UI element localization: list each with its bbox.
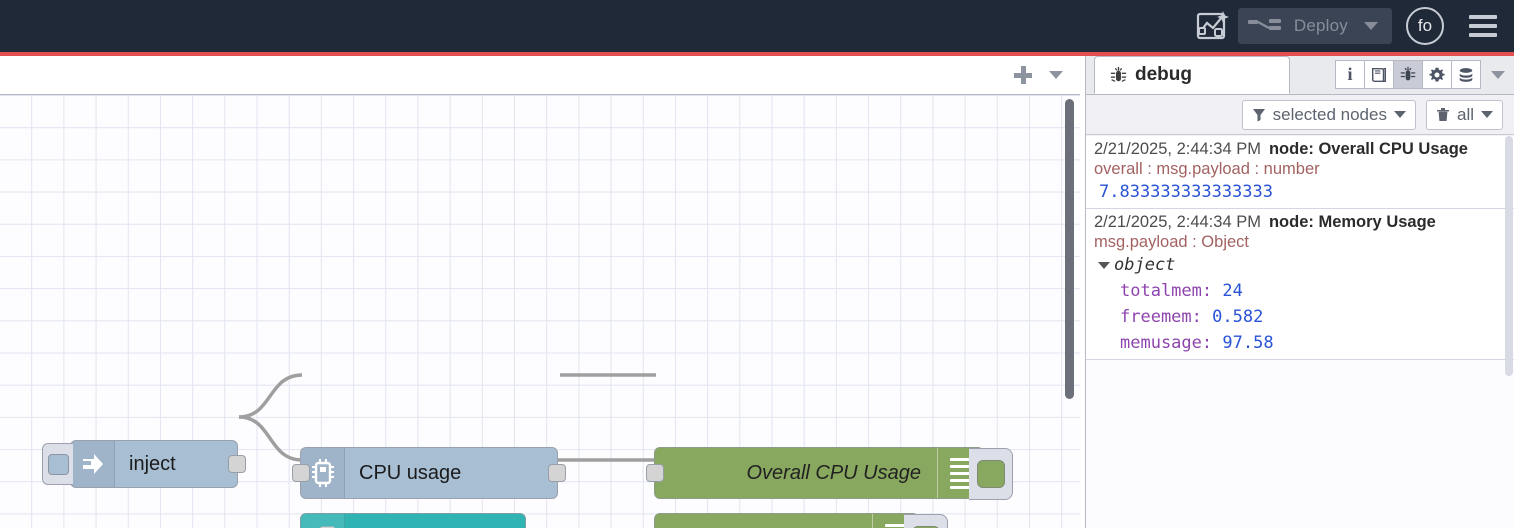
flow-canvas[interactable]: inject CPU usage bbox=[0, 95, 1080, 528]
debug-node-filter-label: selected nodes bbox=[1272, 104, 1387, 124]
sidebar-tool-group: i bbox=[1335, 60, 1511, 89]
output-port[interactable] bbox=[228, 455, 246, 473]
debug-message-value: 7.833333333333333 bbox=[1099, 182, 1273, 202]
chevron-down-icon bbox=[1481, 111, 1493, 118]
deploy-icon bbox=[1247, 19, 1281, 30]
node-debug-overall-cpu-usage[interactable]: Overall CPU Usage bbox=[646, 447, 1013, 500]
input-port[interactable] bbox=[292, 464, 310, 482]
debug-filter-bar: selected nodes all bbox=[1086, 95, 1514, 135]
debug-message[interactable]: 2/21/2025, 2:44:34 PM node: Overall CPU U… bbox=[1086, 136, 1514, 209]
debug-message-topic: overall : msg.payload : number bbox=[1094, 160, 1320, 178]
debug-node-filter-button[interactable]: selected nodes bbox=[1241, 99, 1416, 130]
tab-debug[interactable]: debug bbox=[1094, 56, 1290, 94]
output-port[interactable] bbox=[548, 464, 566, 482]
sidebar-tools-menu-button[interactable] bbox=[1485, 60, 1511, 89]
chevron-down-icon bbox=[1393, 111, 1406, 118]
debug-message-header: 2/21/2025, 2:44:34 PM node: Overall CPU U… bbox=[1094, 140, 1507, 159]
debug-lines-icon bbox=[937, 448, 983, 498]
debug-object-value: 0.582 bbox=[1212, 307, 1264, 327]
workspace: inject CPU usage bbox=[0, 56, 1080, 528]
input-port[interactable] bbox=[646, 464, 664, 482]
debug-object-value: 24 bbox=[1222, 281, 1243, 301]
debug-message-timestamp: 2/21/2025, 2:44:34 PM bbox=[1094, 140, 1261, 158]
trash-icon bbox=[1436, 108, 1449, 121]
node-memory[interactable]: Memory bbox=[300, 513, 526, 528]
header-accent-line bbox=[0, 52, 1514, 56]
add-flow-tab-button[interactable] bbox=[1006, 60, 1040, 90]
hamburger-menu-icon[interactable] bbox=[1466, 9, 1500, 43]
node-inject-label: inject bbox=[129, 452, 176, 475]
info-icon[interactable]: i bbox=[1335, 60, 1365, 89]
node-inject[interactable]: inject bbox=[42, 440, 246, 488]
help-book-icon[interactable] bbox=[1364, 60, 1394, 89]
avatar[interactable]: fo bbox=[1406, 7, 1444, 45]
server-tower-icon bbox=[301, 514, 345, 528]
arrow-right-icon bbox=[71, 441, 115, 487]
debug-object-property: totalmem: 24 bbox=[1120, 281, 1243, 301]
debug-lines-icon bbox=[872, 514, 918, 528]
node-debug-overall-cpu-usage-label: Overall CPU Usage bbox=[746, 461, 921, 484]
debug-object-value: 97.58 bbox=[1222, 333, 1274, 353]
tab-debug-label: debug bbox=[1135, 64, 1192, 85]
node-debug-memory-usage[interactable]: Memory Usage bbox=[654, 513, 948, 528]
app-header: Deploy fo bbox=[0, 0, 1514, 52]
flow-tab-bar bbox=[0, 56, 1080, 95]
debug-message-source-node: node: Overall CPU Usage bbox=[1268, 140, 1468, 158]
sidebar: debug i bbox=[1085, 56, 1514, 528]
inject-trigger-button[interactable] bbox=[42, 443, 73, 485]
debug-object-property: freemem: 0.582 bbox=[1120, 307, 1264, 327]
context-data-icon[interactable] bbox=[1451, 60, 1481, 89]
deploy-label: Deploy bbox=[1293, 16, 1348, 35]
node-cpu-usage[interactable]: CPU usage bbox=[292, 447, 566, 499]
chevron-down-icon bbox=[1049, 71, 1063, 79]
debug-enable-toggle[interactable] bbox=[904, 514, 948, 528]
debug-message-timestamp: 2/21/2025, 2:44:34 PM bbox=[1094, 213, 1261, 231]
flow-tabs-menu-button[interactable] bbox=[1040, 60, 1072, 90]
debug-object-key: memusage bbox=[1120, 333, 1202, 353]
funnel-icon bbox=[1252, 108, 1265, 121]
debug-object-key: totalmem bbox=[1120, 281, 1202, 301]
chevron-down-icon[interactable] bbox=[1364, 22, 1378, 30]
config-gear-icon[interactable] bbox=[1422, 60, 1452, 89]
canvas-vertical-scrollbar[interactable] bbox=[1065, 99, 1074, 399]
debug-message-list[interactable]: 2/21/2025, 2:44:34 PM node: Overall CPU U… bbox=[1086, 136, 1514, 528]
debug-enable-toggle[interactable] bbox=[969, 448, 1013, 500]
avatar-initials: fo bbox=[1417, 16, 1433, 35]
debug-object-key: freemem bbox=[1120, 307, 1192, 327]
debug-bug-icon[interactable] bbox=[1393, 60, 1423, 89]
debug-message-topic: msg.payload : Object bbox=[1094, 233, 1249, 251]
debug-clear-button[interactable]: all bbox=[1425, 99, 1503, 130]
debug-message-header: 2/21/2025, 2:44:34 PM node: Memory Usage bbox=[1094, 213, 1507, 232]
node-cpu-usage-label: CPU usage bbox=[359, 461, 462, 484]
debug-object-property: memusage: 97.58 bbox=[1120, 333, 1274, 353]
debug-object-root[interactable]: object bbox=[1094, 255, 1507, 275]
sidebar-tab-bar: debug i bbox=[1086, 56, 1514, 95]
flow-sparkle-icon[interactable] bbox=[1192, 9, 1234, 43]
bug-icon bbox=[1110, 66, 1127, 82]
deploy-button[interactable]: Deploy bbox=[1237, 8, 1392, 44]
chevron-down-icon bbox=[1491, 70, 1505, 79]
debug-clear-label: all bbox=[1456, 104, 1474, 124]
chevron-down-icon[interactable] bbox=[1098, 261, 1110, 269]
debug-object-root-label: object bbox=[1114, 255, 1176, 275]
debug-vertical-scrollbar[interactable] bbox=[1505, 136, 1513, 376]
debug-message-source-node: node: Memory Usage bbox=[1268, 213, 1436, 231]
